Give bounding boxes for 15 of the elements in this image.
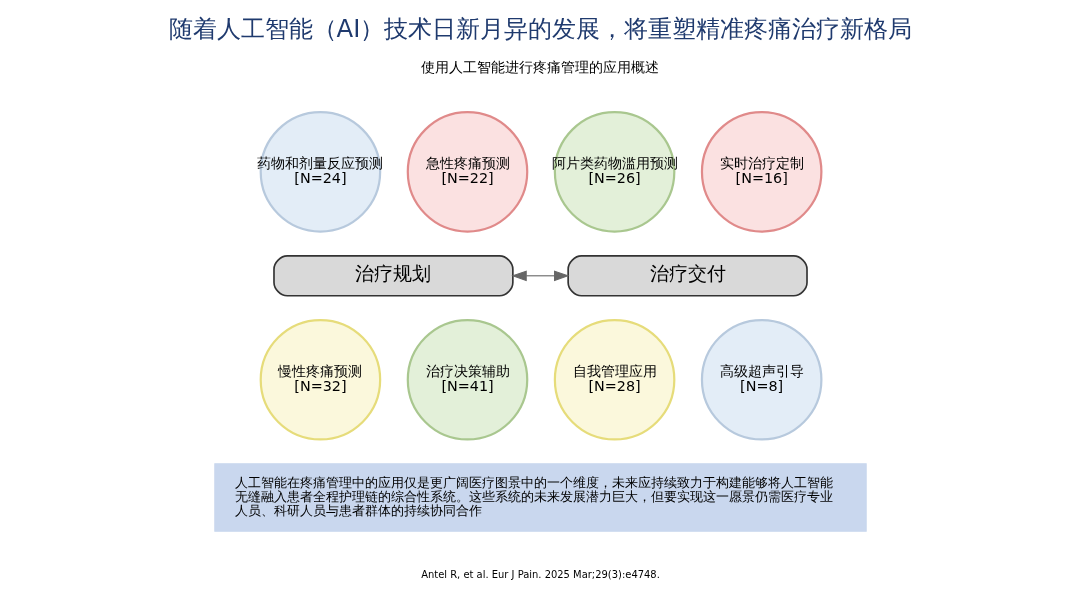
node-box: 治疗规划 xyxy=(272,255,514,297)
diagram-title: 随着人工智能（AI）技术日新月异的发展，将重塑精准疼痛治疗新格局 xyxy=(168,13,912,43)
node-circle: 药物和剂量反应预测 [N=24] xyxy=(259,111,381,233)
node-circle: 自我管理应用 [N=28] xyxy=(553,318,675,441)
node-circle: 实时治疗定制 [N=16] xyxy=(700,111,822,233)
node-circle: 急性疼痛预测 [N=22] xyxy=(406,111,528,233)
node-circle: 高级超声引导 [N=8] xyxy=(700,318,822,441)
label: 使用人工智能进行疼痛管理的应用概述 xyxy=(421,58,659,75)
arrow xyxy=(510,270,570,282)
node-circle: 慢性疼痛预测 [N=32] xyxy=(259,318,381,441)
label: Antel R, et al. Eur J Pain. 2025 Mar;29(3):e4748. xyxy=(420,568,660,580)
node-box: 治疗交付 xyxy=(566,255,808,297)
label: 人工智能在疼痛管理中的应用仅是更广阔医疗图景中的一个维度，未来应持续致力于构建能够将人工智能无缝融入患者全程护理链的综合性系统。这些系统的未来发展潜力巨大，但要实现这一愿景仍需医疗专业人员、科研人员与患者群体的持续协同合作 xyxy=(234,474,833,519)
node-circle: 阿片类药物滥用预测 [N=26] xyxy=(553,111,675,233)
node-circle: 治疗决策辅助 [N=41] xyxy=(406,318,528,441)
